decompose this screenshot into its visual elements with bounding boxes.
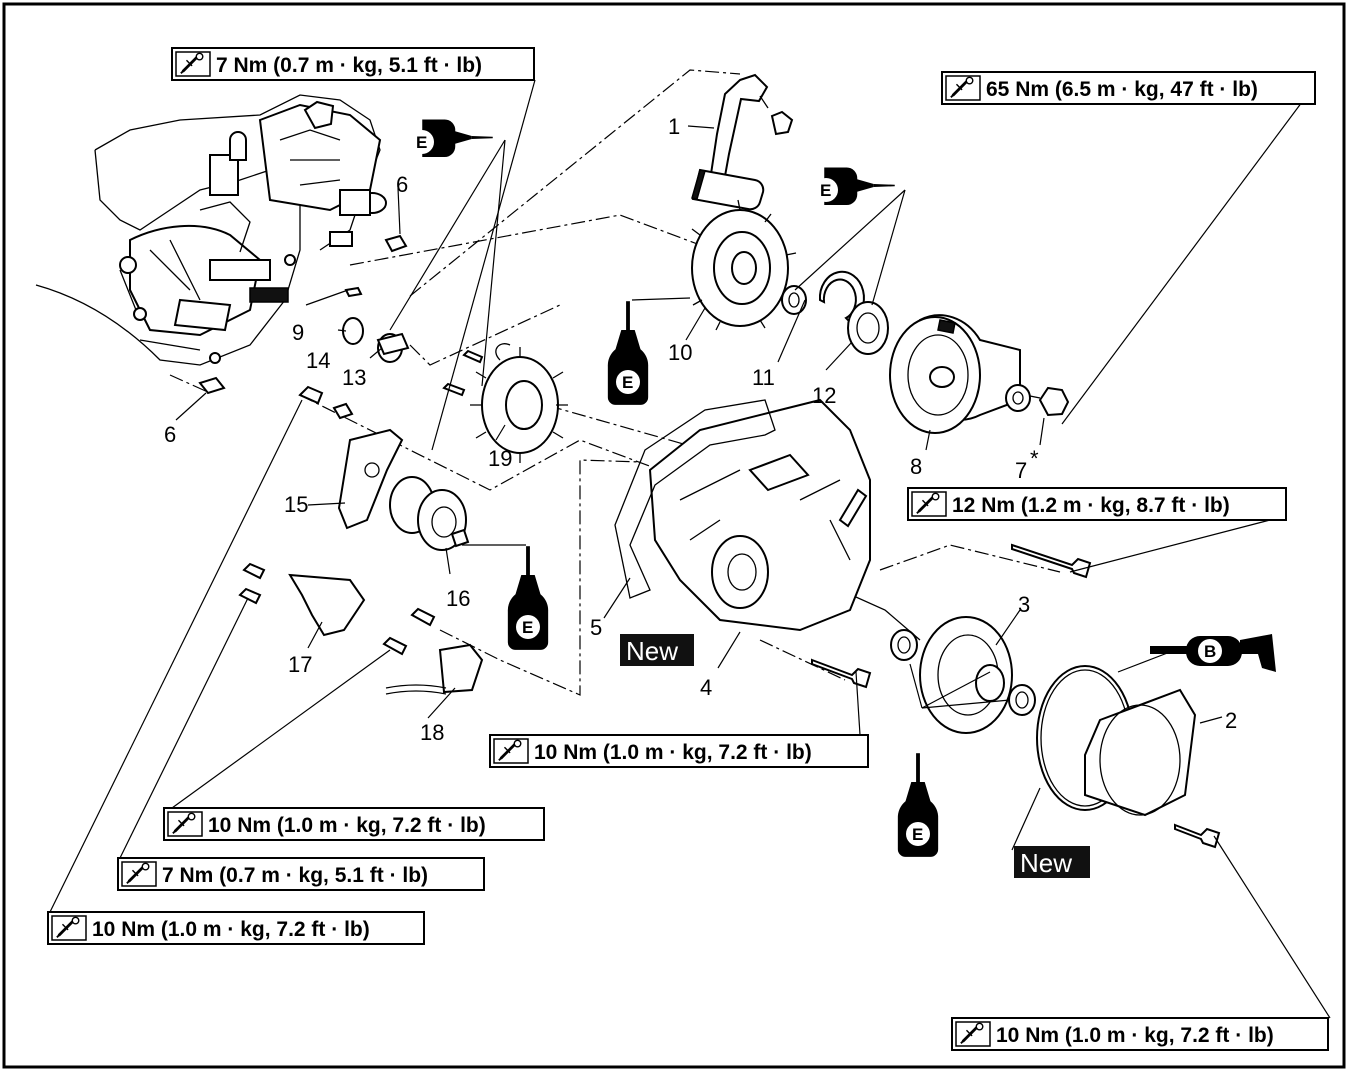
svg-text:12 Nm (1.2 m · kg, 8.7 ft · lb: 12 Nm (1.2 m · kg, 8.7 ft · lb) xyxy=(952,494,1230,517)
stator-coil xyxy=(470,343,568,463)
bearing-part-12 xyxy=(847,301,889,355)
svg-text:New: New xyxy=(1020,848,1072,878)
starter-gear-part-3 xyxy=(919,616,1013,734)
callout-7: 7 xyxy=(1015,458,1027,483)
asterisk-7: * xyxy=(1030,446,1039,471)
engine-oil-can-icon: E xyxy=(814,167,895,205)
crankcase-cover-part-4 xyxy=(648,398,871,632)
bolt-part-15-upper xyxy=(298,385,324,405)
callout-18: 18 xyxy=(420,720,444,745)
kick-start-lever xyxy=(691,73,794,211)
svg-text:B: B xyxy=(1204,642,1216,661)
bolt-part-3-cover xyxy=(1011,543,1092,579)
screw-stator-upper xyxy=(462,349,484,364)
bolt-part-2-cover xyxy=(1174,823,1221,849)
callout-6-upper: 6 xyxy=(396,172,408,197)
washer-part-7-hole xyxy=(1012,391,1024,405)
callout-15: 15 xyxy=(284,492,308,517)
leader-lines xyxy=(49,79,1331,1019)
callout-6-lower: 6 xyxy=(164,422,176,447)
callout-14: 14 xyxy=(306,348,330,373)
nut-part-7 xyxy=(1038,386,1070,417)
torque-spec-middle-right: 12 Nm (1.2 m · kg, 8.7 ft · lb) xyxy=(907,487,1287,521)
new-badge-o-ring: New xyxy=(1014,846,1090,878)
torque-spec-top-right: 65 Nm (6.5 m · kg, 47 ft · lb) xyxy=(941,71,1316,105)
washer-part-3-left-hole xyxy=(897,636,911,654)
torque-spec-lower-left-2: 7 Nm (0.7 m · kg, 5.1 ft · lb) xyxy=(117,857,485,891)
svg-text:10 Nm (1.0 m · kg, 7.2 ft · lb: 10 Nm (1.0 m · kg, 7.2 ft · lb) xyxy=(208,814,486,837)
washer-part-11-left xyxy=(781,285,807,315)
svg-text:E: E xyxy=(522,618,533,637)
svg-text:10 Nm (1.0 m · kg, 7.2 ft · lb: 10 Nm (1.0 m · kg, 7.2 ft · lb) xyxy=(92,918,370,941)
washer-part-3-right xyxy=(1008,684,1036,716)
svg-text:7 Nm (0.7 m · kg, 5.1 ft · lb): 7 Nm (0.7 m · kg, 5.1 ft · lb) xyxy=(162,864,428,887)
callout-10: 10 xyxy=(668,340,692,365)
svg-text:65 Nm (6.5 m · kg, 47 ft · lb): 65 Nm (6.5 m · kg, 47 ft · lb) xyxy=(986,78,1258,101)
torque-spec-top-left: 7 Nm (0.7 m · kg, 5.1 ft · lb) xyxy=(171,47,535,81)
washer-part-3-left xyxy=(890,629,918,661)
svg-text:New: New xyxy=(626,636,678,666)
grease-gun-icon: B xyxy=(1150,634,1276,672)
idler-plate-part-15 xyxy=(337,428,404,530)
engine-oil-bottle-icon: E xyxy=(897,753,939,857)
callout-13: 13 xyxy=(342,365,366,390)
torque-spec-lower-left-1: 10 Nm (1.0 m · kg, 7.2 ft · lb) xyxy=(163,807,545,841)
washer-part-11-left-hole xyxy=(788,292,800,308)
callout-19: 19 xyxy=(488,446,512,471)
crankcase-illustration xyxy=(35,94,387,366)
washer-part-3-right-hole xyxy=(1015,691,1029,709)
svg-text:10 Nm (1.0 m · kg, 7.2 ft · lb: 10 Nm (1.0 m · kg, 7.2 ft · lb) xyxy=(996,1024,1274,1047)
dowel-pin-upper xyxy=(384,234,408,253)
callout-4: 4 xyxy=(700,675,712,700)
callout-3: 3 xyxy=(1018,592,1030,617)
svg-text:E: E xyxy=(820,181,831,200)
starter-cover-part-2 xyxy=(1084,688,1197,817)
callout-11: 11 xyxy=(752,365,775,390)
sensor-part-18 xyxy=(385,643,484,695)
screw-part-17-lower xyxy=(238,587,262,605)
svg-text:10 Nm (1.0 m · kg, 7.2 ft · lb: 10 Nm (1.0 m · kg, 7.2 ft · lb) xyxy=(534,741,812,764)
svg-text:7 Nm (0.7 m · kg, 5.1 ft · lb): 7 Nm (0.7 m · kg, 5.1 ft · lb) xyxy=(216,54,482,77)
svg-text:E: E xyxy=(416,133,427,152)
needle-bearing-part-13 xyxy=(376,332,410,363)
screw-part-17-upper xyxy=(242,562,266,580)
bracket-part-17 xyxy=(288,573,366,637)
idler-plate-hole xyxy=(364,462,380,478)
screw-part-18-upper xyxy=(410,607,436,627)
engine-oil-can-icon: E xyxy=(410,119,493,157)
callout-1: 1 xyxy=(668,114,680,139)
part-callouts: 1 2 3 4 5 6 6 7 * 8 9 10 11 12 13 14 15 … xyxy=(164,114,1237,745)
engine-oil-bottle-icon: E xyxy=(607,301,649,405)
flywheel-rotor xyxy=(889,314,1021,434)
callout-5: 5 xyxy=(590,615,602,640)
svg-text:E: E xyxy=(622,373,633,392)
torque-spec-lower-left-3: 10 Nm (1.0 m · kg, 7.2 ft · lb) xyxy=(47,911,425,945)
gasket-part-5 xyxy=(614,399,776,599)
screw-part-18-lower xyxy=(382,636,408,656)
engine-oil-bottle-icon: E xyxy=(507,546,549,650)
callout-2: 2 xyxy=(1225,708,1237,733)
new-badge-gasket: New xyxy=(620,634,694,666)
kick-drive-gear xyxy=(691,199,797,331)
bolt-part-4-cover xyxy=(811,658,872,689)
callout-8: 8 xyxy=(910,454,922,479)
callout-16: 16 xyxy=(446,586,470,611)
washer-part-7 xyxy=(1005,384,1031,412)
bearing-part-12-inner xyxy=(856,312,880,344)
callout-9: 9 xyxy=(292,320,304,345)
callout-17: 17 xyxy=(288,652,312,677)
idler-gear-part-16 xyxy=(389,476,470,551)
woodruff-key-part-9 xyxy=(344,286,363,298)
svg-text:E: E xyxy=(912,825,923,844)
collar-part-15 xyxy=(332,402,354,420)
callout-12: 12 xyxy=(812,383,836,408)
torque-spec-center: 10 Nm (1.0 m · kg, 7.2 ft · lb) xyxy=(489,734,869,768)
dowel-pin-lower xyxy=(198,376,226,395)
torque-spec-bottom-right: 10 Nm (1.0 m · kg, 7.2 ft · lb) xyxy=(951,1017,1329,1051)
